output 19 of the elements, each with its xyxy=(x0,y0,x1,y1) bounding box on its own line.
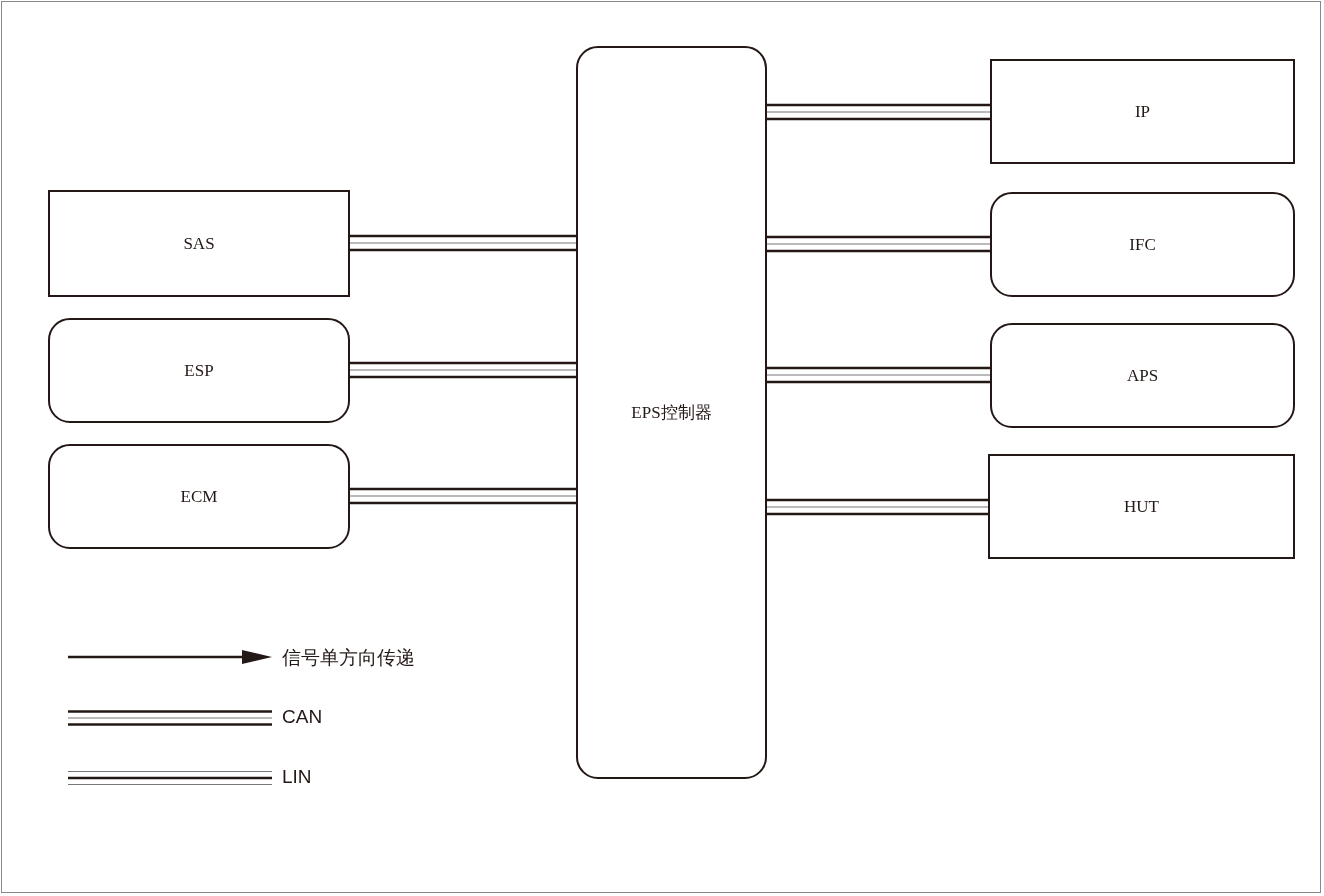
rounded-module-box xyxy=(48,444,350,549)
module-label: ESP xyxy=(184,360,214,381)
legend-label: 信号单方向传递 xyxy=(282,646,415,670)
legend-label: CAN xyxy=(282,706,323,728)
module-label: IFC xyxy=(1129,234,1156,255)
module-label: EPS控制器 xyxy=(631,402,712,424)
module-box xyxy=(988,454,1295,559)
module-label: HUT xyxy=(1124,496,1159,517)
module-label: ECM xyxy=(180,486,218,507)
module-box xyxy=(48,190,350,297)
rounded-module-box xyxy=(990,323,1295,428)
module-label: APS xyxy=(1126,365,1159,386)
rounded-module-box xyxy=(990,192,1295,297)
module-label: SAS xyxy=(183,233,215,254)
rounded-module-box xyxy=(48,318,350,423)
module-label: IP xyxy=(1134,101,1151,122)
rounded-module-box xyxy=(576,46,767,779)
module-box xyxy=(990,59,1295,164)
legend-label: LIN xyxy=(282,766,312,788)
